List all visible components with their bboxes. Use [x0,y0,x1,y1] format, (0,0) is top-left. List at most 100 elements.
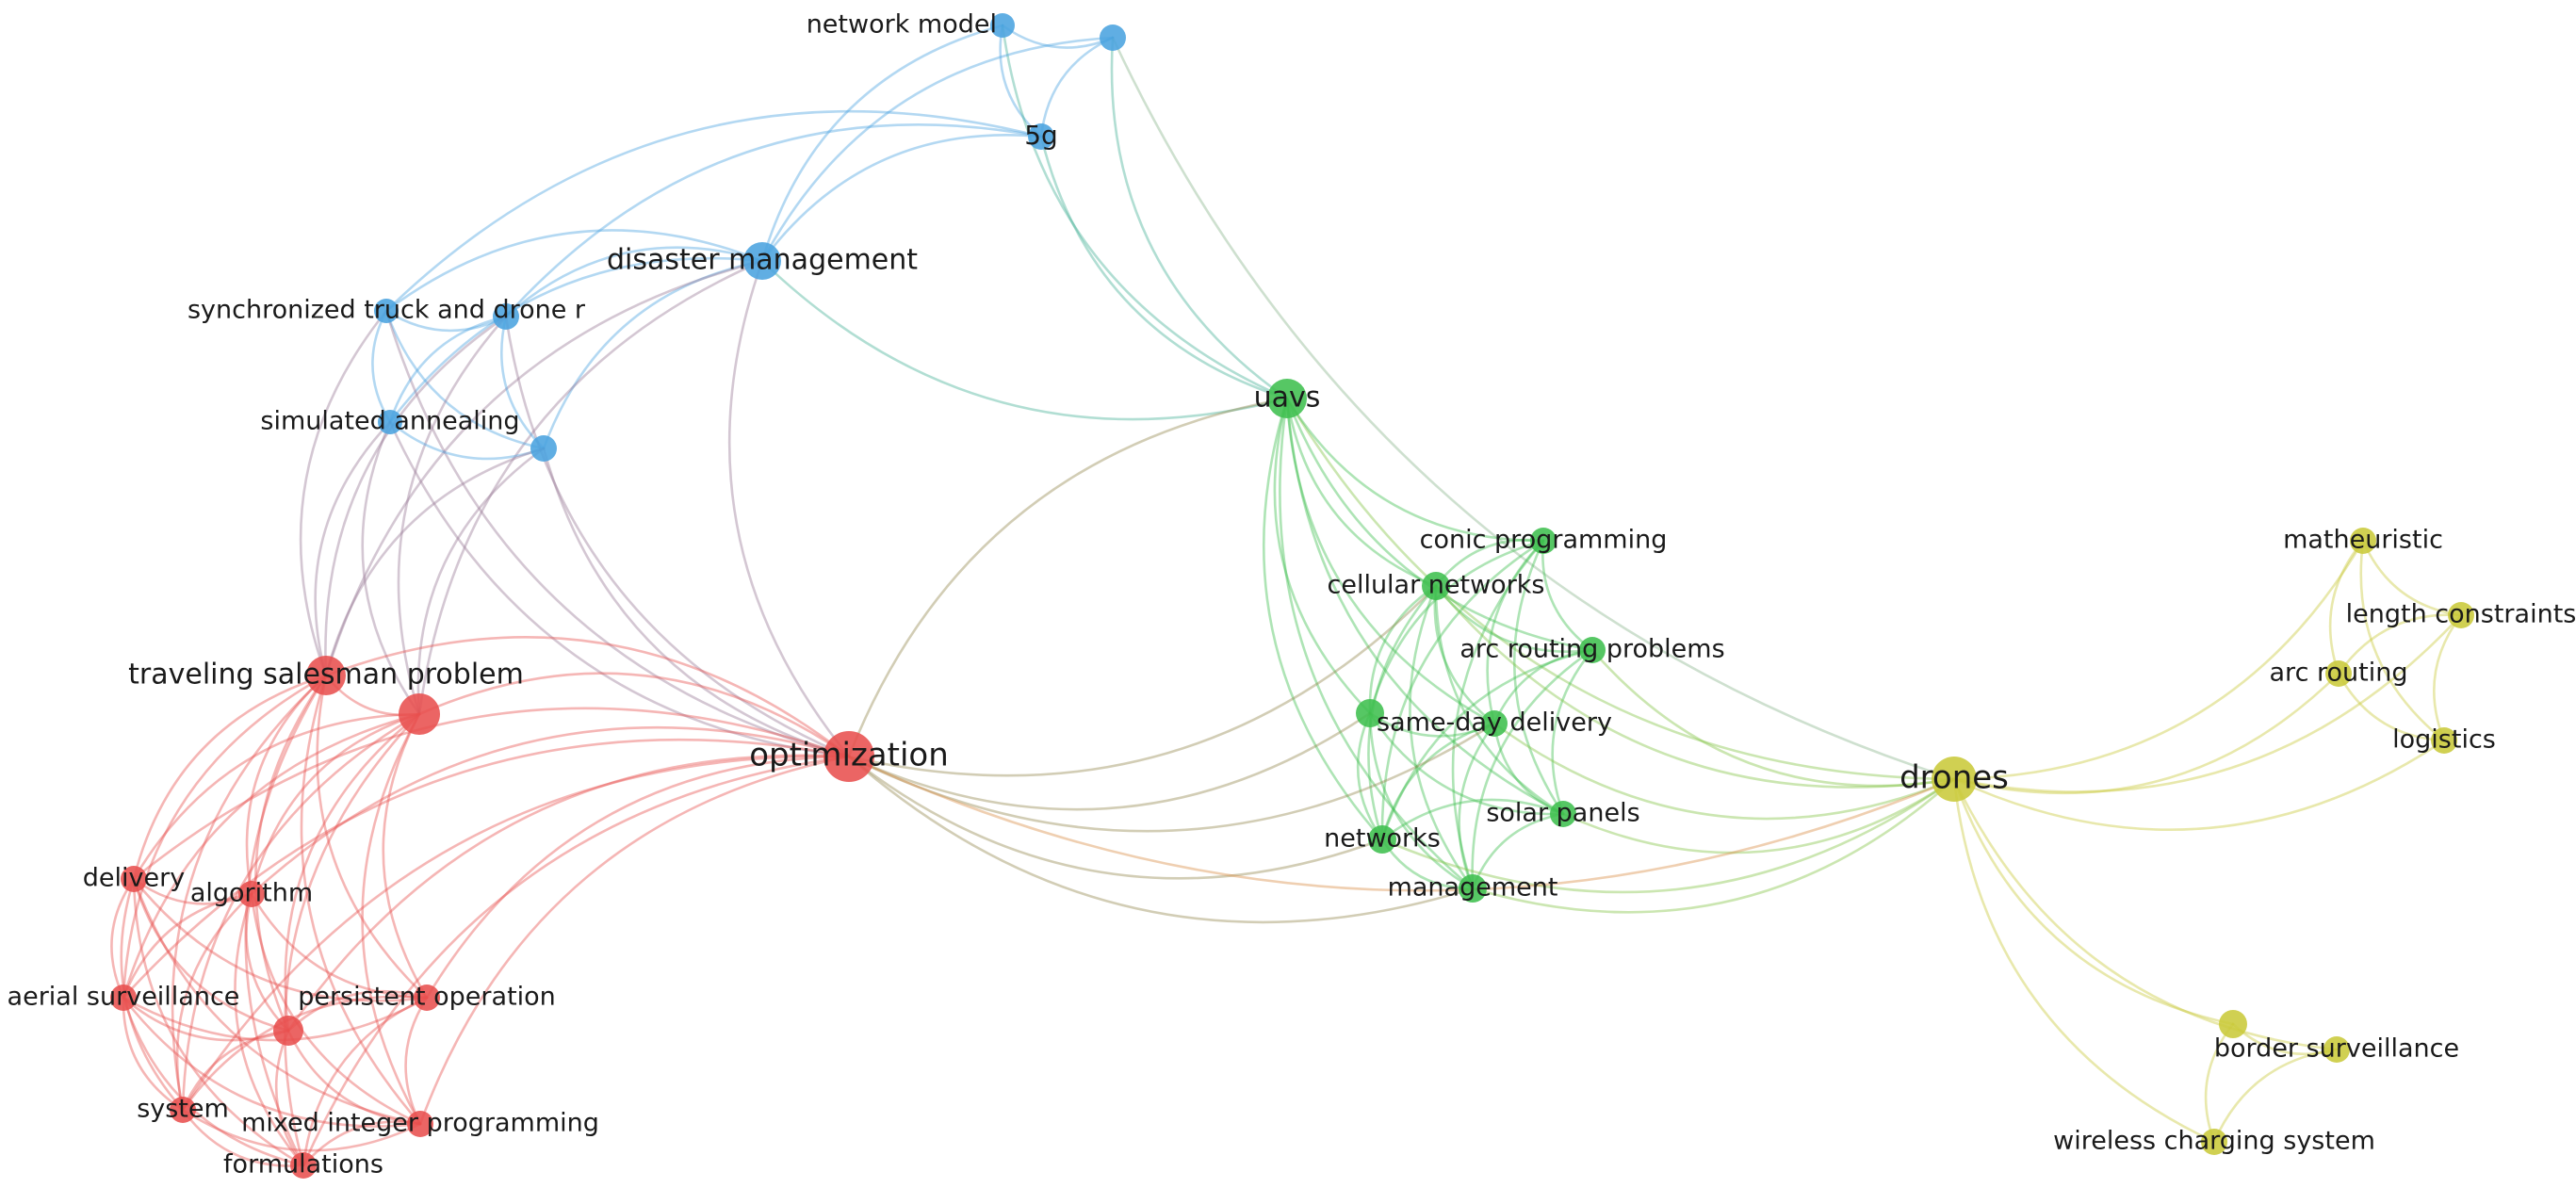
edge-traveling-salesman--delivery [132,674,328,881]
label-uavs: uavs [1254,382,1321,415]
node-disaster-management[interactable] [743,242,781,280]
node-green-left[interactable] [1356,699,1384,727]
edge-uavs--arc-routing-problems [1285,397,1594,652]
edge-length-constraints--logistics [2432,613,2463,742]
node-mixed-integer[interactable] [407,1111,433,1137]
node-yellow-low[interactable] [2219,1010,2247,1038]
node-5g[interactable] [1028,123,1054,150]
node-management[interactable] [1459,874,1487,903]
label-cellular-networks: cellular networks [1327,571,1544,600]
node-network-model[interactable] [990,13,1015,38]
edge-simulated-annealing--traveling-salesman [314,420,392,677]
edge-conic-programming--cellular-networks [1434,538,1545,588]
label-synchronized-truck: synchronized truck and drone r [187,296,586,325]
edge-blue-low--red-large [416,447,546,716]
edge-aerial-surveillance--red-mid [122,996,290,1042]
node-algorithm[interactable] [238,881,265,907]
edge-blue-top-right--disaster-management [760,36,1115,263]
node-red-mid[interactable] [273,1016,303,1046]
edge-red-large--aerial-surveillance [122,712,421,1000]
edge-delivery--red-mid [132,877,290,1033]
edge-border-surveillance--wireless-charging [2212,1048,2339,1144]
label-solar-panels: solar panels [1486,799,1639,828]
node-arc-routing[interactable] [2325,660,2352,687]
edge-arc-routing-problems--solar-panels [1551,648,1594,816]
edge-delivery--algorithm [132,877,253,905]
node-logistics[interactable] [2431,727,2457,754]
edge-same-day-delivery--solar-panels [1492,722,1565,816]
label-traveling-salesman: traveling salesman problem [128,659,524,692]
node-system[interactable] [170,1097,196,1123]
node-optimization[interactable] [823,731,874,782]
node-solar-panels[interactable] [1550,801,1576,827]
edge-blue-mid--red-large [397,315,508,716]
node-length-constraints[interactable] [2448,602,2474,628]
node-formulations[interactable] [290,1152,317,1179]
label-matheuristic: matheuristic [2283,526,2443,555]
node-red-large[interactable] [399,693,440,735]
edge-algorithm--formulations [234,892,305,1167]
node-cellular-networks[interactable] [1422,572,1450,600]
edge-optimization--formulations [302,755,851,1167]
edge-arc-routing-problems--drones [1590,648,1956,788]
edge-system--formulations [181,1108,305,1167]
edge-synchronized-truck--optimization [384,309,851,758]
node-blue-low[interactable] [530,435,557,462]
node-blue-top-right[interactable] [1100,24,1126,51]
edge-persistent-operation--mixed-integer [404,996,429,1126]
edge-delivery--formulations [132,877,305,1167]
node-simulated-annealing[interactable] [378,410,402,434]
edge-cellular-networks--solar-panels [1434,584,1565,816]
edge-delivery--persistent-operation [132,877,429,1002]
edge-optimization--traveling-salesman [324,636,851,758]
edge-green-left--management [1368,711,1475,890]
node-border-surveillance[interactable] [2323,1036,2350,1063]
edge-green-left--same-day-delivery [1368,711,1496,738]
edge-cellular-networks--drones [1434,584,1956,789]
edge-drones--logistics [1952,739,2446,831]
edge-algorithm--mixed-integer [250,892,422,1126]
edge-uavs--networks [1262,397,1384,841]
node-persistent-operation[interactable] [414,985,440,1011]
node-synchronized-truck[interactable] [374,299,399,323]
label-5g: 5g [1024,120,1058,151]
edge-red-large--mixed-integer [361,712,422,1126]
node-networks[interactable] [1368,825,1396,854]
edge-arc-routing-problems--networks [1380,648,1594,841]
edge-solar-panels--management [1471,812,1565,890]
edge-disaster-management--red-large [417,259,764,716]
node-wireless-charging[interactable] [2201,1129,2227,1155]
node-blue-mid[interactable] [493,303,519,330]
node-conic-programming[interactable] [1530,528,1557,554]
edge-optimization--same-day-delivery [847,722,1496,833]
node-same-day-delivery[interactable] [1481,710,1508,737]
edge-red-mid--formulations [274,1029,305,1167]
node-arc-routing-problems[interactable] [1579,637,1606,663]
edge-synchronized-truck--blue-mid [384,309,508,333]
node-matheuristic[interactable] [2350,528,2376,554]
edge-simulated-annealing--blue-low [388,420,546,461]
edge-disaster-management--optimization [727,259,851,758]
edge-blue-mid--simulated-annealing [388,315,508,424]
edge-5g--uavs [1039,135,1289,400]
edge-optimization--red-mid [286,754,851,1033]
edge-uavs--solar-panels [1285,397,1565,816]
edge-disaster-management--blue-mid [504,246,764,318]
edge-aerial-surveillance--system [122,996,185,1112]
node-delivery[interactable] [121,866,147,892]
label-logistics: logistics [2392,725,2496,755]
label-drones: drones [1899,759,2009,797]
node-traveling-salesman[interactable] [306,656,346,695]
node-drones[interactable] [1932,757,1977,802]
edge-synchronized-truck--simulated-annealing [371,309,392,424]
edge-traveling-salesman--system [171,674,328,1112]
edge-optimization--delivery [132,707,851,881]
node-aerial-surveillance[interactable] [110,985,137,1011]
label-network-model: network model [807,10,997,40]
edge-persistent-operation--red-mid [286,989,429,1033]
edge-uavs--green-left [1273,397,1372,715]
label-arc-routing-problems: arc routing problems [1459,635,1724,664]
label-mixed-integer: mixed integer programming [241,1109,599,1138]
node-uavs[interactable] [1267,379,1307,418]
